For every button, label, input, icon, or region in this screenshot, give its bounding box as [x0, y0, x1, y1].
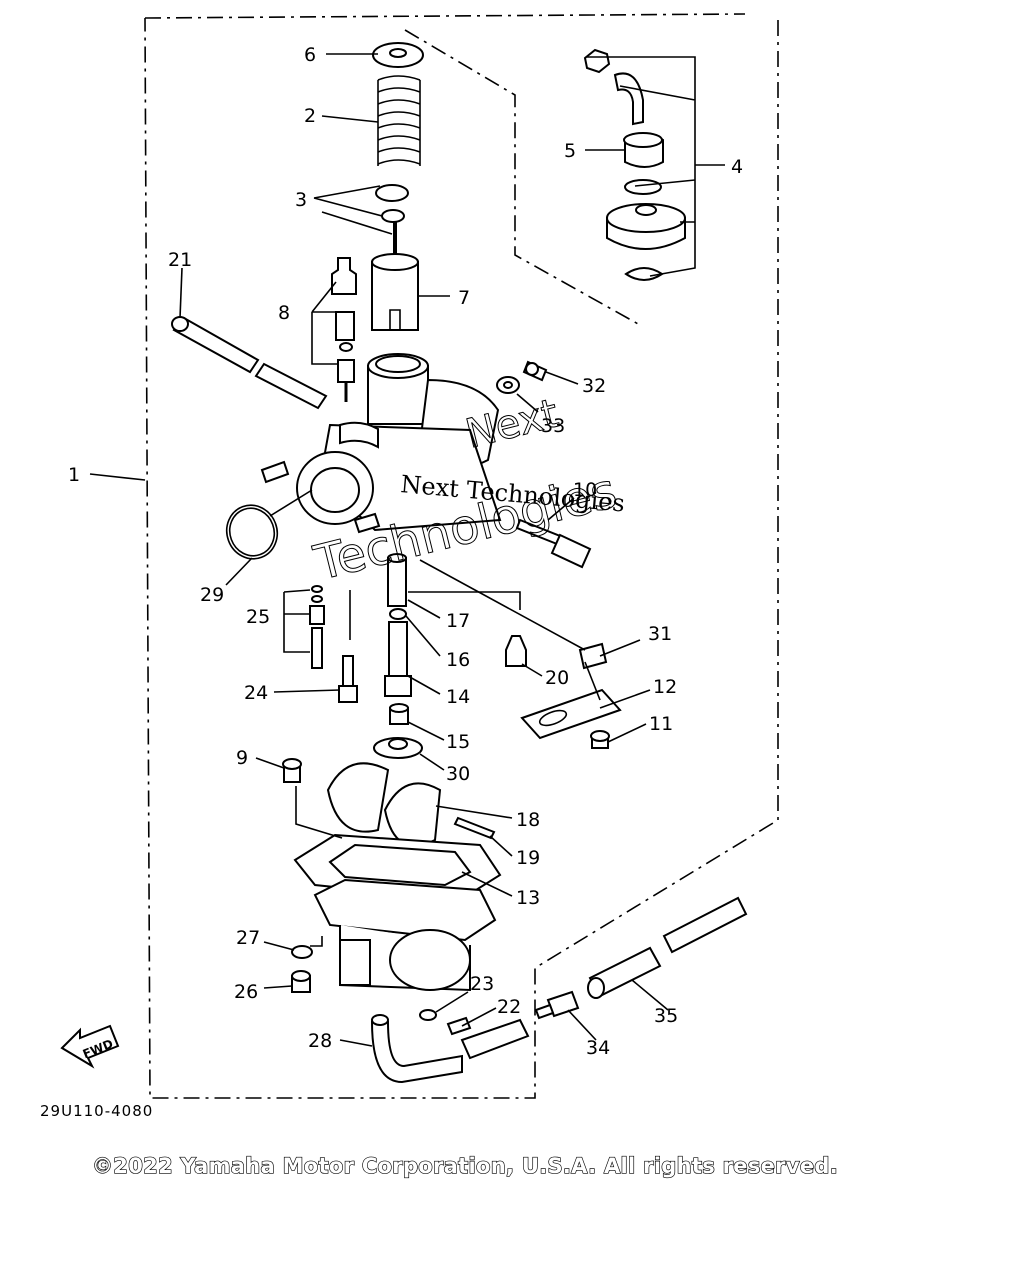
part-33-washer	[496, 376, 520, 394]
callout-21: 21	[168, 249, 192, 271]
callouts: 6 2 3 4 5 21 7 8 32 33 10 1 29 25 17 16 …	[68, 44, 743, 1059]
part-14-needle-jet	[384, 621, 412, 697]
callout-1: 1	[68, 464, 80, 486]
callout-31: 31	[648, 623, 672, 645]
part-29-o-ring	[225, 504, 279, 560]
callout-32: 32	[582, 375, 606, 397]
part-15-main-jet	[389, 703, 409, 725]
part-11-screw	[590, 730, 610, 749]
carburetor-body	[260, 353, 502, 534]
part-7-throttle-valve	[371, 253, 419, 331]
part-20-jet	[505, 635, 527, 667]
callout-15: 15	[446, 731, 470, 753]
part-25-starter-set	[309, 585, 325, 669]
callout-34: 34	[586, 1037, 610, 1059]
callout-5: 5	[564, 140, 576, 162]
callout-14: 14	[446, 686, 470, 708]
callout-6: 6	[304, 44, 316, 66]
part-16-o-ring	[389, 608, 407, 620]
part-34-fitting	[534, 990, 580, 1020]
callout-18: 18	[516, 809, 540, 831]
part-32-screw	[522, 360, 548, 382]
assembly-boundary	[144, 13, 779, 1099]
callout-27: 27	[236, 927, 260, 949]
part-24-screw	[338, 655, 358, 703]
part-19-pin	[453, 816, 496, 840]
callout-25: 25	[246, 606, 270, 628]
callout-12: 12	[653, 676, 677, 698]
part-6-washer	[372, 42, 424, 68]
callout-23: 23	[470, 973, 494, 995]
callout-33: 33	[541, 415, 565, 437]
callout-16: 16	[446, 649, 470, 671]
part-35-hose	[587, 896, 748, 999]
callout-3: 3	[295, 189, 307, 211]
part-17-tube	[387, 553, 407, 607]
part-10-throttle-screw	[515, 518, 592, 569]
part-23-clip	[419, 1009, 437, 1021]
part-9-screw	[282, 758, 302, 783]
callout-8: 8	[278, 302, 290, 324]
callout-24: 24	[244, 682, 268, 704]
callout-26: 26	[234, 981, 258, 1003]
fwd-arrow-icon: FWD	[60, 1024, 120, 1069]
float-bowl	[313, 878, 497, 992]
callout-2: 2	[304, 105, 316, 127]
callout-30: 30	[446, 763, 470, 785]
part-31-plate	[578, 642, 608, 670]
part-21-tube	[171, 316, 328, 410]
part-3-needle-set	[375, 184, 409, 262]
part-18-float	[326, 762, 442, 847]
part-26-screw	[291, 970, 311, 993]
callout-22: 22	[497, 996, 521, 1018]
callout-11: 11	[649, 713, 673, 735]
part-2-spring	[377, 75, 421, 166]
callout-13: 13	[516, 887, 540, 909]
callout-17: 17	[446, 610, 470, 632]
copyright-notice: ©2022 Yamaha Motor Corporation, U.S.A. A…	[92, 1154, 838, 1178]
callout-28: 28	[308, 1030, 332, 1052]
callout-4: 4	[731, 156, 743, 178]
part-4-cap-assembly	[583, 48, 686, 281]
callout-9: 9	[236, 747, 248, 769]
leader-lines	[89, 53, 725, 1047]
part-28-drain-hose	[370, 1014, 530, 1084]
part-22-screw	[446, 1016, 472, 1036]
callout-7: 7	[458, 287, 470, 309]
part-30-washer	[373, 737, 423, 759]
callout-20: 20	[545, 667, 569, 689]
part-8-pilot-screw-set	[331, 257, 357, 402]
callout-19: 19	[516, 847, 540, 869]
callout-29: 29	[200, 584, 224, 606]
part-27-washer	[291, 945, 313, 959]
callout-10: 10	[573, 479, 597, 501]
drawing-code: 29U110-4080	[40, 1102, 153, 1120]
callout-35: 35	[654, 1005, 678, 1027]
part-12-plate	[520, 688, 622, 740]
